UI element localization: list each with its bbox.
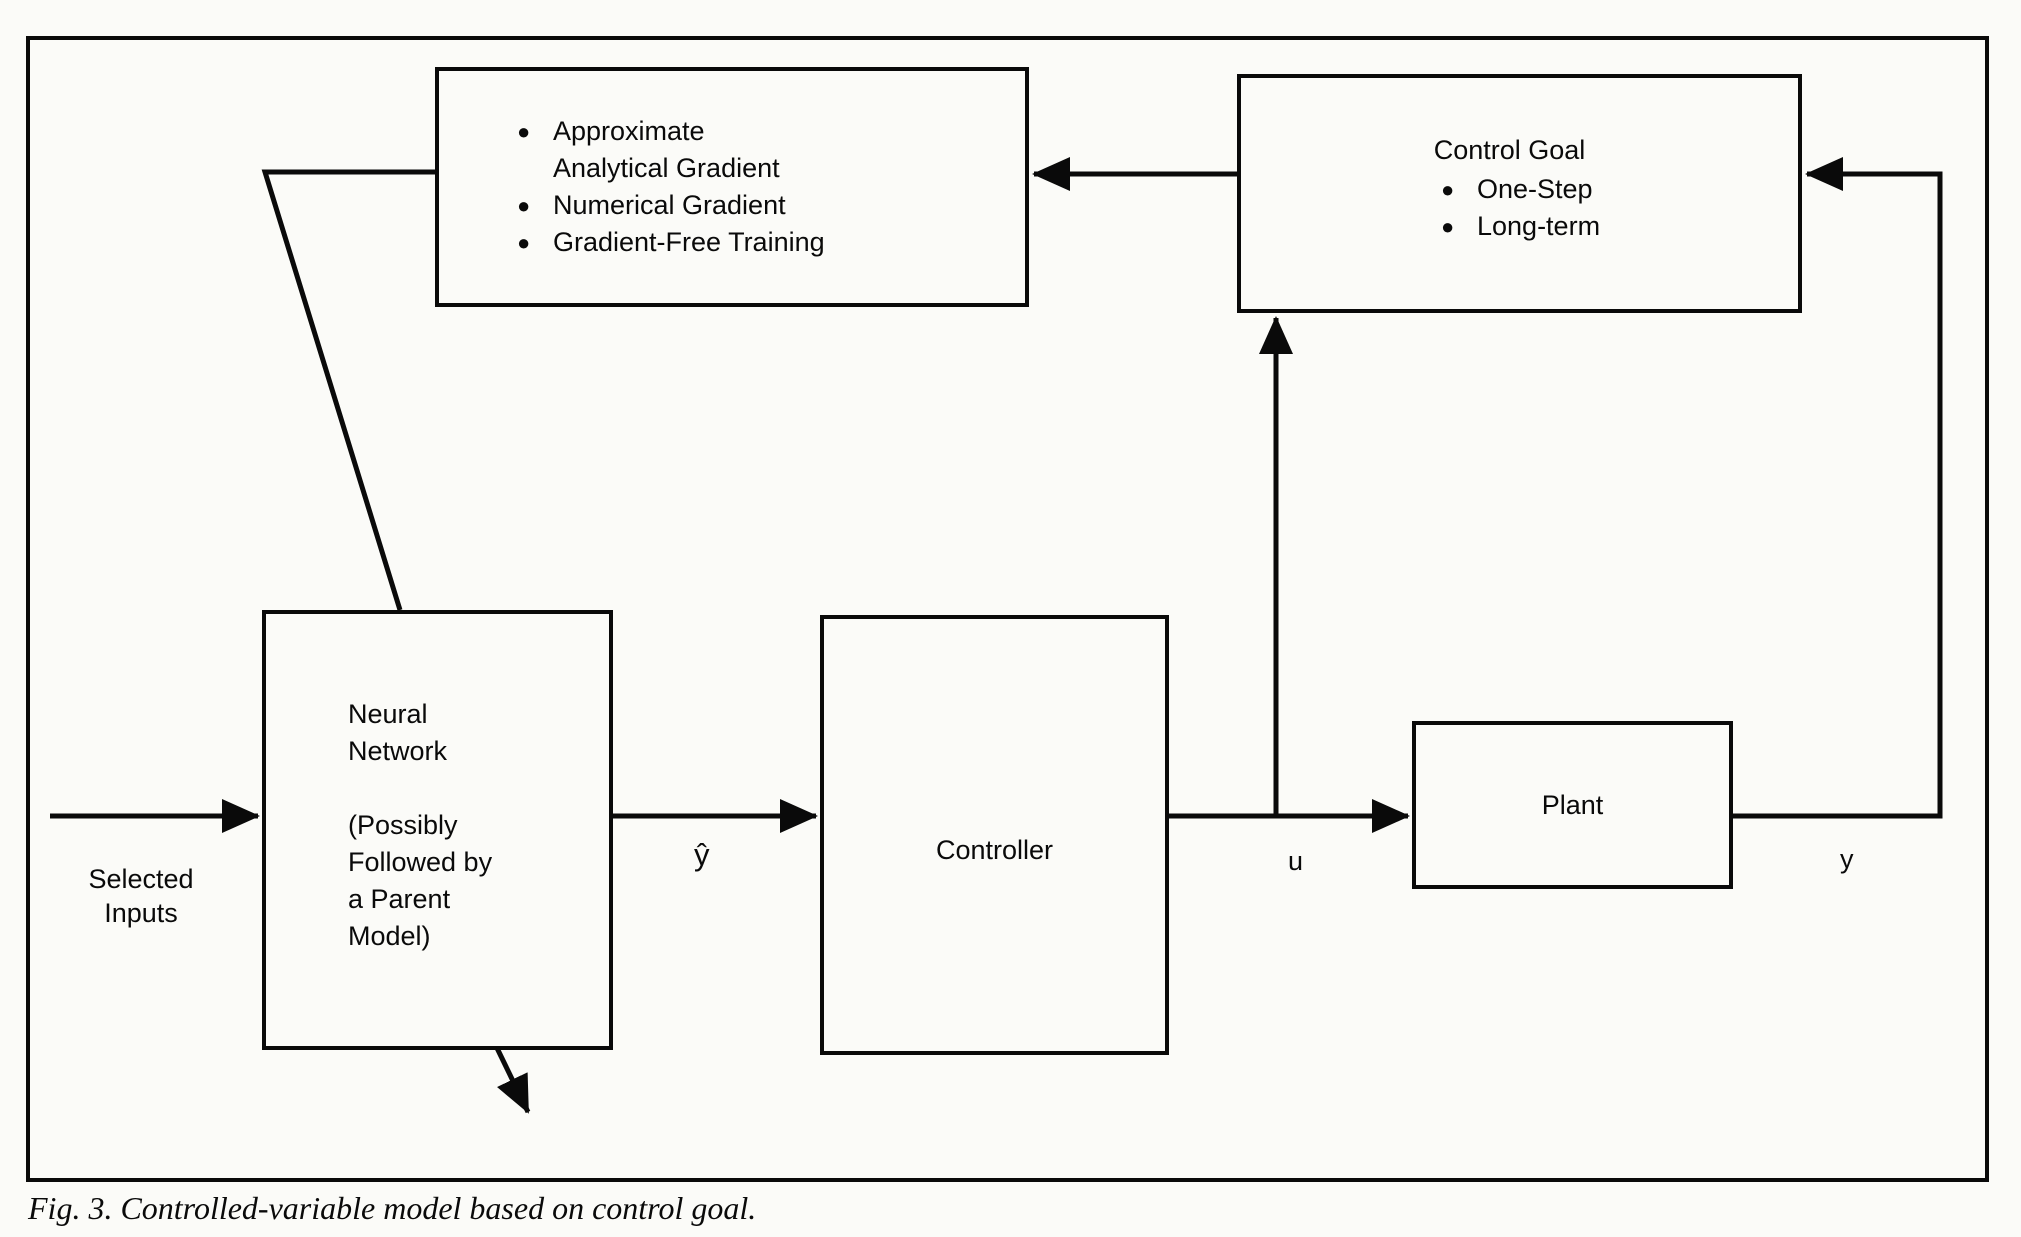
nn-output-signal-label: ŷ bbox=[694, 837, 710, 872]
goal-bullet-label: One-Step bbox=[1477, 174, 1593, 204]
figure-frame bbox=[26, 36, 1989, 1182]
bullet-icon: ● bbox=[1441, 177, 1455, 202]
control-goal-box: Control Goal ● One-Step ● Long-term bbox=[1237, 74, 1802, 313]
controller-box: Controller bbox=[820, 615, 1169, 1055]
figure-caption: Fig. 3. Controlled-variable model based … bbox=[28, 1190, 757, 1226]
training-bullet-line: Gradient-Free Training bbox=[553, 227, 825, 257]
controller-label: Controller bbox=[935, 834, 1054, 865]
nn-label-line: Neural bbox=[348, 699, 428, 729]
nn-label-line: a Parent bbox=[348, 884, 451, 914]
list-item: ● Numerical Gradient bbox=[517, 187, 1005, 224]
neural-network-box: Neural Network (Possibly Followed by a P… bbox=[262, 610, 613, 1050]
bullet-icon: ● bbox=[517, 230, 531, 255]
arrow-nn-bottom-out bbox=[494, 1046, 531, 1114]
list-item: ● One-Step bbox=[1441, 171, 1778, 208]
training-bullet-line: Approximate bbox=[553, 116, 705, 146]
goal-bullet-label: Long-term bbox=[1477, 211, 1601, 241]
bullet-icon: ● bbox=[1441, 214, 1455, 239]
nn-label-gap bbox=[348, 770, 593, 807]
bullet-icon: ● bbox=[517, 119, 531, 144]
control-goal-title: Control Goal bbox=[1433, 135, 1586, 165]
nn-label-line: Followed by bbox=[348, 847, 493, 877]
training-bullet-line: Numerical Gradient bbox=[553, 190, 786, 220]
training-methods-box: ● Approximate Analytical Gradient ● Nume… bbox=[435, 67, 1029, 307]
nn-label-line: (Possibly bbox=[348, 810, 458, 840]
list-item: ● Gradient-Free Training bbox=[517, 224, 1005, 261]
list-item: ● Long-term bbox=[1441, 208, 1778, 245]
plant-label: Plant bbox=[1541, 789, 1604, 820]
list-item: ● Approximate Analytical Gradient bbox=[517, 113, 1005, 187]
plant-box: Plant bbox=[1412, 721, 1733, 889]
nn-label-line: Network bbox=[348, 736, 448, 766]
bullet-icon: ● bbox=[517, 193, 531, 218]
input-signal-label: Selected Inputs bbox=[88, 864, 194, 928]
training-bullet-line: Analytical Gradient bbox=[553, 153, 780, 183]
line-training-to-nn bbox=[261, 169, 435, 611]
plant-output-signal-label: y bbox=[1840, 844, 1854, 874]
nn-label-line: Model) bbox=[348, 921, 431, 951]
control-signal-label: u bbox=[1288, 846, 1304, 876]
arrow-plant-feedback-to-goal bbox=[1733, 157, 1943, 819]
